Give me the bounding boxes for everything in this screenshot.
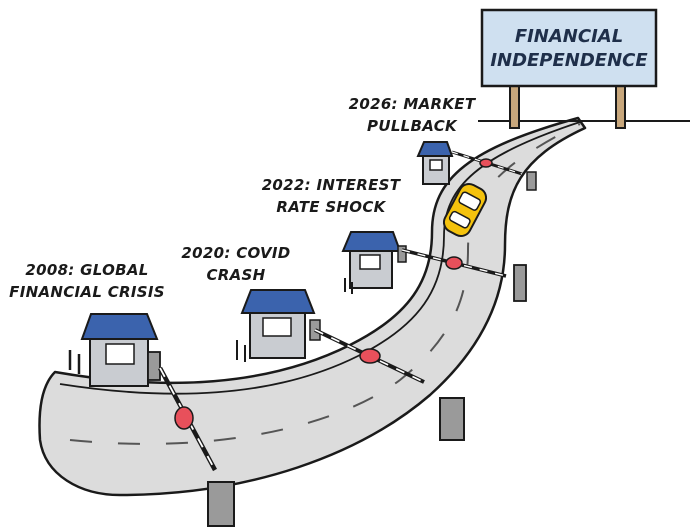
toll-booth-icon — [68, 313, 161, 387]
boom-barrier-icon — [451, 150, 537, 191]
label-2026-line-2: PULLBACK — [367, 117, 458, 135]
sign-post-left — [509, 83, 520, 129]
boom-barrier-icon — [158, 366, 235, 527]
sign-text-line-1: FINANCIAL — [515, 26, 623, 47]
label-2020-line-2: CRASH — [206, 266, 265, 284]
label-2020-line-1: 2020: COVID — [181, 244, 290, 262]
label-2022-line-2: RATE SHOCK — [276, 198, 386, 216]
road-center-dashes — [69, 123, 581, 445]
sign-board — [480, 8, 658, 88]
checkpoint-2026 — [416, 141, 537, 191]
label-2022-line-1: 2022: INTEREST — [262, 176, 402, 194]
milestone-labels: 2008: GLOBAL FINANCIAL CRISIS 2020: COVI… — [9, 95, 477, 301]
car-icon — [442, 182, 488, 238]
financial-independence-sign: FINANCIAL INDEPENDENCE — [480, 8, 658, 129]
road — [38, 116, 690, 497]
boom-barrier-icon — [397, 245, 527, 302]
checkpoint-2008 — [68, 313, 235, 527]
toll-booth-icon — [416, 141, 454, 185]
sign-post-right — [615, 83, 626, 129]
boom-barrier-icon — [309, 319, 465, 441]
toll-booth-icon — [341, 231, 402, 294]
checkpoint-2020 — [236, 289, 465, 441]
checkpoint-2022 — [341, 231, 527, 302]
sign-text-line-2: INDEPENDENCE — [490, 50, 648, 71]
label-2008-line-2: FINANCIAL CRISIS — [9, 283, 165, 301]
road-curb-line — [59, 121, 581, 395]
label-2008-line-1: 2008: GLOBAL — [25, 261, 148, 279]
label-2026-line-1: 2026: MARKET — [349, 95, 477, 113]
toll-booth-icon — [236, 289, 316, 362]
